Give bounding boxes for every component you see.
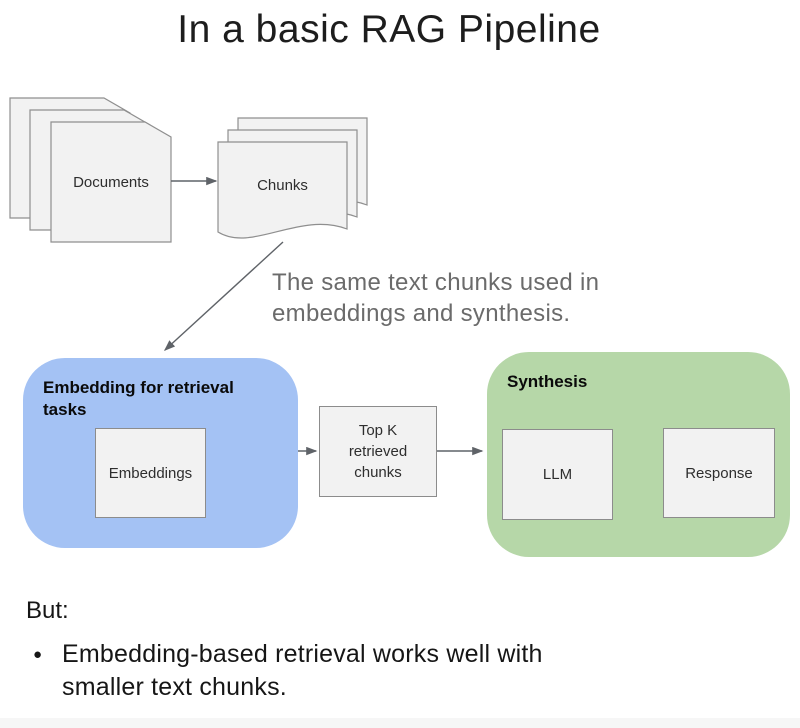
documents-stack-shape [9,97,172,243]
slide-title: In a basic RAG Pipeline [177,8,601,51]
bottom-band [0,718,800,728]
chunks-shape-label: Chunks [257,176,308,194]
topk-node: Top K retrieved chunks [319,406,437,497]
arrow-chunks-to-embedding-group [163,241,284,351]
chunks-caption-line: The same text chunks used in [272,269,600,296]
topk-node-line: retrieved [348,443,408,460]
bullet-icon: ● [33,646,43,663]
response-node: Response [663,428,775,518]
embedding-group-title: Embedding for retrieval tasks [43,378,234,419]
notes-bullet-item: ● Embedding-based retrieval works well w… [33,638,633,704]
notes-bullet-text: Embedding-based retrieval works well wit… [62,640,543,701]
notes-heading: But: [26,597,69,624]
topk-node-line: Top K [358,422,398,439]
topk-node-line: chunks [354,464,402,481]
synthesis-group-title: Synthesis [507,372,588,391]
chunks-stack-shape [217,117,368,239]
chunks-caption-line: embeddings and synthesis. [272,300,571,327]
llm-node: LLM [502,429,613,520]
chunks-caption: The same text chunks used in embeddings … [272,267,599,329]
documents-shape-label: Documents [73,173,149,191]
embeddings-node: Embeddings [95,428,206,518]
